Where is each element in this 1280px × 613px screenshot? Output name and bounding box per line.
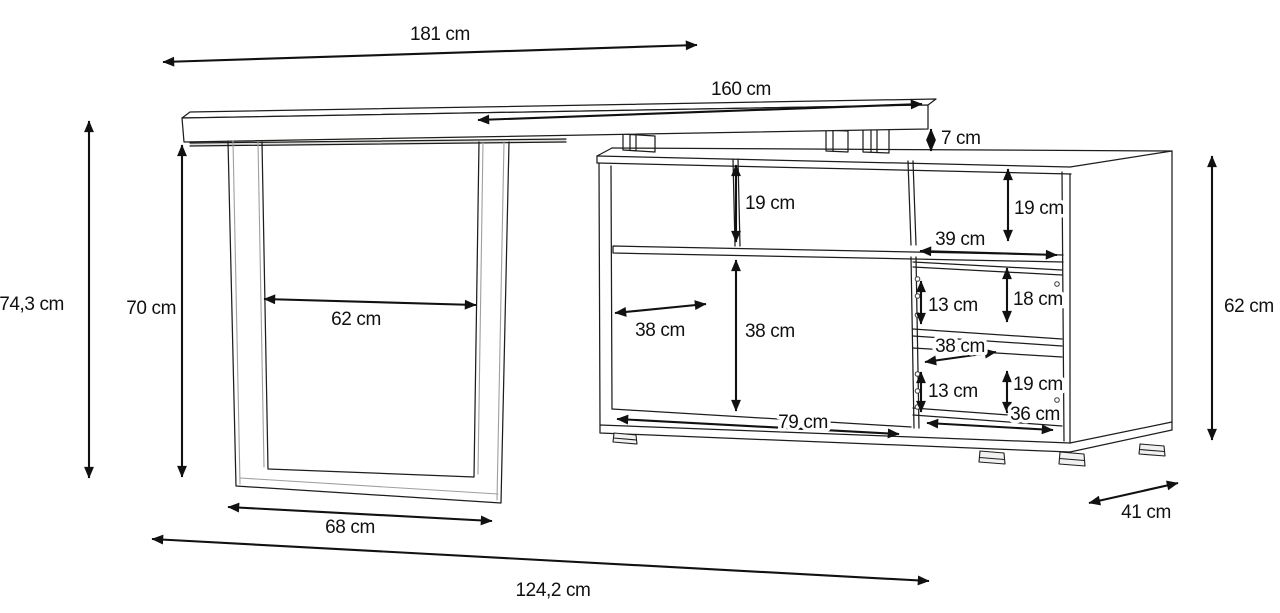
dim-open-width: 79 cm (616, 409, 900, 439)
cabinet-bottom-band (599, 424, 1071, 453)
cabinet-feet (612, 432, 1166, 467)
dimension-line (924, 348, 997, 366)
desk-apron (189, 138, 567, 147)
cabinet-side-top-edge (1069, 150, 1173, 168)
dimension-label: 38 cm (745, 321, 795, 342)
dim-top-offset: 7 cm (926, 125, 984, 153)
cabinet-side-inner-edge (1061, 171, 1065, 442)
dim-drawer1-compartment-height: 18 cm (1002, 267, 1067, 323)
dim-drawer1-front-height: 13 cm (916, 280, 982, 325)
dim-drawer-width: 38 cm (924, 333, 997, 366)
leg-right-tube-line-inner (477, 141, 484, 475)
dimension-label: 18 cm (1013, 289, 1063, 310)
dimension-line (616, 414, 900, 439)
dim-drawer2-compartment-height: 19 cm (1002, 370, 1067, 414)
dim-leg-outer-width: 68 cm (227, 502, 493, 542)
leg-outer-edge (227, 140, 510, 504)
dimension-label: 13 cm (928, 381, 978, 402)
cabinet-top-left-corner (596, 147, 613, 157)
dimension-label: 181 cm (410, 24, 470, 45)
cabinet-top-front-edge (596, 155, 1071, 168)
dim-niche-left-height: 19 cm (731, 164, 799, 243)
cabinet-top-back-edge (611, 147, 1173, 152)
dimension-label: 7 cm (941, 128, 981, 149)
dimension-line (151, 534, 930, 586)
drawer-wall-above-shelf (907, 160, 917, 246)
cabinet-foot (1138, 443, 1166, 457)
desk-leg-frame (227, 140, 510, 504)
riser-block (622, 133, 656, 153)
dimension-line (227, 502, 493, 526)
drawer-1 (912, 261, 1063, 347)
dimension-label: 19 cm (745, 193, 795, 214)
dimension-label: 70 cm (126, 298, 176, 319)
dim-overall-height: 74,3 cm (0, 120, 94, 479)
leg-left-tube-line (232, 140, 241, 485)
cabinet-left-wall-outer (598, 162, 601, 426)
cabinet-side-bottom-band (1069, 421, 1173, 453)
dimension-label: 36 cm (1010, 404, 1060, 425)
dim-desk-length: 181 cm (162, 21, 698, 67)
dim-leg-height: 70 cm (123, 144, 187, 478)
dim-niche-right-width: 39 cm (919, 226, 1058, 260)
dim-cabinet-depth: 41 cm (1088, 480, 1179, 527)
dimension-line (477, 99, 923, 125)
dimension-label: 19 cm (1014, 198, 1064, 219)
dimensions: 181 cm 160 cm 7 cm 74,3 cm 70 cm 62 cm 6… (0, 21, 1278, 605)
dim-desk-overhang: 160 cm (477, 76, 923, 125)
dimension-line (162, 40, 698, 67)
cabinet-left-wall-inner (610, 165, 613, 410)
desk-apron-shade (190, 139, 566, 146)
dimension-label: 62 cm (331, 309, 381, 330)
dim-open-height: 38 cm (731, 259, 799, 412)
leg-right-tube-line (496, 141, 505, 501)
dimension-line (926, 418, 1054, 435)
dimension-label: 41 cm (1121, 502, 1171, 523)
drawer1-bottom-divider (912, 328, 1063, 347)
cabinet-foot (1058, 451, 1086, 467)
dimension-label: 13 cm (928, 295, 978, 316)
dimension-label: 79 cm (778, 412, 828, 433)
dimension-line (1088, 480, 1179, 506)
dimension-label: 38 cm (635, 320, 685, 341)
dimension-label: 68 cm (325, 517, 375, 538)
dimension-label: 39 cm (935, 229, 985, 250)
leg-left-tube-line-inner (257, 141, 265, 468)
dimension-label: 74,3 cm (0, 294, 64, 315)
cabinet-foot (612, 432, 638, 445)
cabinet-foot (978, 450, 1006, 465)
dim-bottom-inner-width: 36 cm (926, 401, 1064, 435)
dimension-line (919, 246, 1058, 260)
dimension-label: 62 cm (1224, 296, 1274, 317)
dimension-label: 19 cm (1013, 374, 1063, 395)
cabinet-top-slab-bottom (596, 162, 1072, 175)
dim-overall-width: 124,2 cm (151, 534, 930, 605)
drawer1-top-edge (912, 261, 1063, 276)
dimension-label: 160 cm (711, 79, 771, 100)
dimension-label: 38 cm (935, 336, 985, 357)
dimension-label: 124,2 cm (516, 580, 591, 601)
cabinet (596, 124, 1173, 467)
cabinet-floor-back-edge (611, 408, 912, 428)
dim-cabinet-height: 62 cm (1207, 155, 1278, 441)
dim-niche-left-width: 38 cm (614, 300, 707, 345)
dim-leg-inner-width: 62 cm (263, 294, 477, 334)
cabinet-side-bottom-edge (1069, 421, 1173, 444)
dimension-line (263, 294, 477, 310)
dimension-line (614, 300, 707, 317)
dim-niche-right-height: 19 cm (1003, 168, 1068, 242)
drawer-wall-below-shelf (910, 256, 920, 429)
dim-drawer2-front-height: 13 cm (916, 371, 982, 413)
leg-bottom-tube-line (239, 477, 499, 495)
